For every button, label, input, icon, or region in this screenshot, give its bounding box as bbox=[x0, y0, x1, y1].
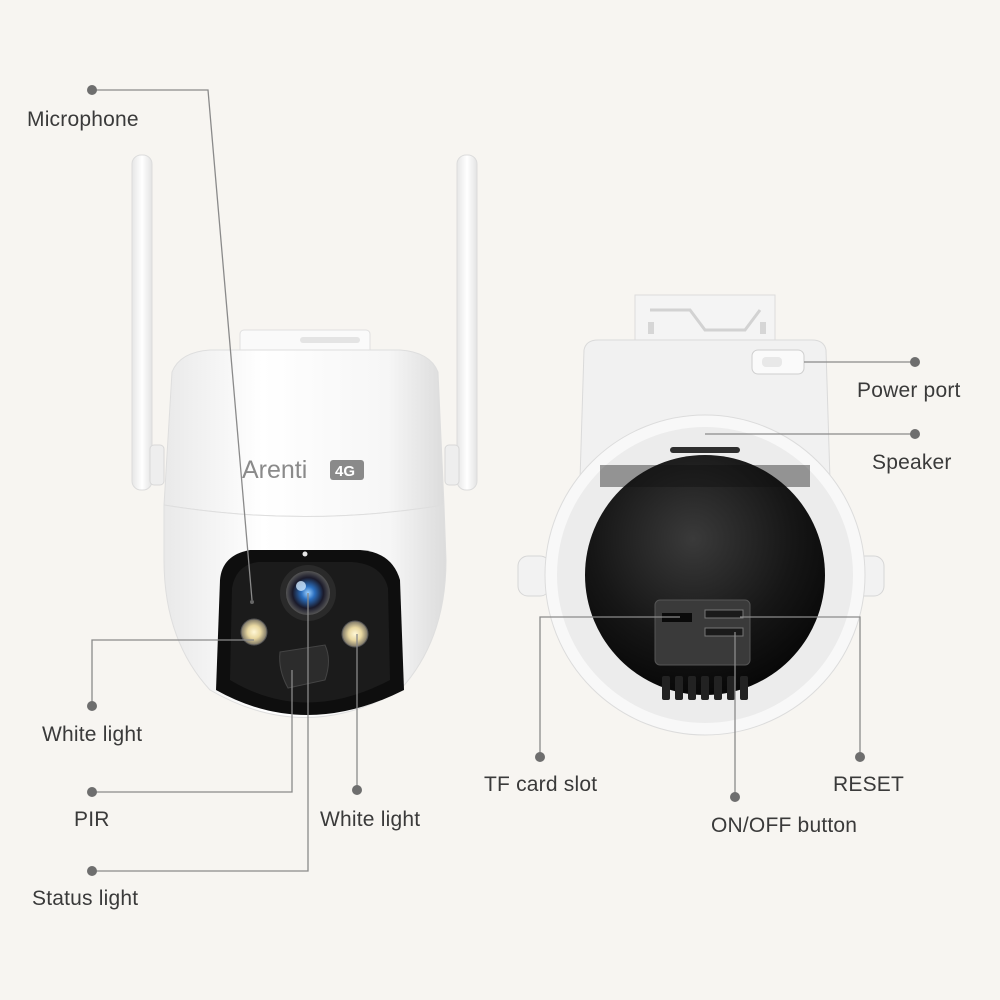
callout-dots bbox=[87, 85, 920, 876]
on-off-dot bbox=[730, 792, 740, 802]
power-port-dot bbox=[910, 357, 920, 367]
pir-leader bbox=[92, 670, 293, 793]
right-antenna bbox=[456, 154, 478, 491]
white-light-left bbox=[240, 618, 268, 646]
status-light-dot bbox=[87, 866, 97, 876]
on-off-button-label: ON/OFF button bbox=[711, 814, 858, 837]
white-light-right-dot bbox=[352, 785, 362, 795]
upper-housing bbox=[163, 349, 445, 517]
reset-leader bbox=[740, 616, 861, 757]
back-mount-bracket bbox=[634, 294, 776, 341]
white-light-right bbox=[341, 620, 369, 648]
white-light-right-label: White light bbox=[320, 808, 421, 831]
front-camera: Arenti 4G bbox=[131, 154, 478, 718]
microphone-leader bbox=[92, 89, 253, 601]
brand-logo: Arenti bbox=[242, 456, 307, 484]
microphone-dot bbox=[87, 85, 97, 95]
speaker-label: Speaker bbox=[872, 451, 952, 474]
tf-card-slot-label: TF card slot bbox=[484, 773, 598, 796]
microphone-hole bbox=[250, 600, 254, 604]
back-dome bbox=[585, 455, 825, 695]
white-light-left-dot bbox=[87, 701, 97, 711]
status-light-label: Status light bbox=[32, 887, 139, 910]
power-port-label: Power port bbox=[857, 379, 961, 402]
white-light-left-label: White light bbox=[42, 723, 143, 746]
white-light-left-leader bbox=[91, 639, 254, 706]
speaker-grille bbox=[670, 447, 740, 453]
status-light-leader bbox=[92, 593, 309, 872]
left-antenna bbox=[131, 154, 153, 491]
speaker-dot bbox=[910, 429, 920, 439]
microphone-label: Microphone bbox=[27, 108, 139, 131]
leader-lines bbox=[91, 89, 915, 872]
tf-card-leader bbox=[539, 616, 680, 757]
reset-dot bbox=[855, 752, 865, 762]
vent-slits bbox=[662, 676, 748, 700]
tf-card-dot bbox=[535, 752, 545, 762]
pir-label: PIR bbox=[74, 808, 110, 831]
reset-label: RESET bbox=[833, 773, 905, 796]
pir-dot bbox=[87, 787, 97, 797]
status-led bbox=[302, 551, 308, 557]
brand-badge: 4G bbox=[335, 463, 355, 480]
back-camera bbox=[517, 294, 885, 736]
